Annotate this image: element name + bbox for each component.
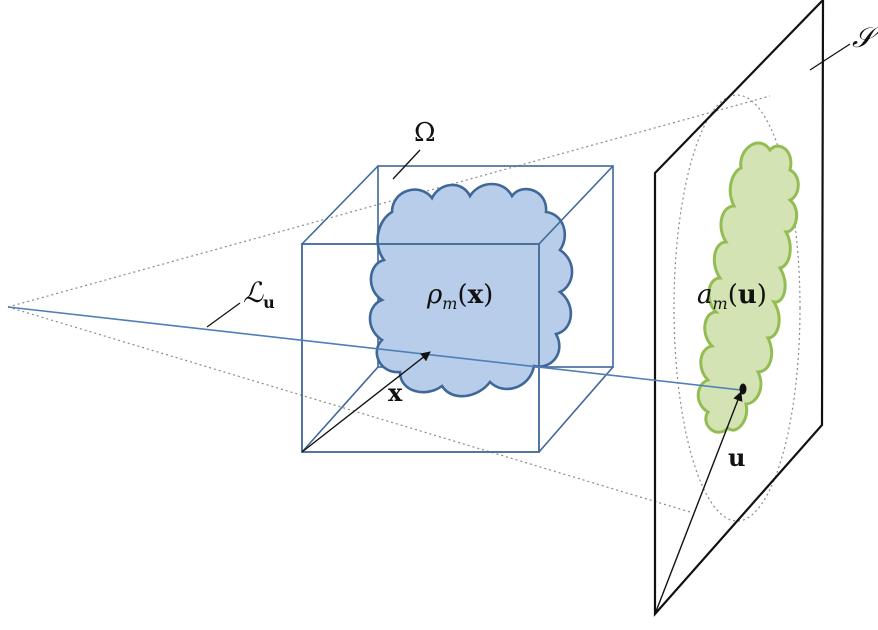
ray-label-subscript: u [263, 293, 275, 312]
volume-cube-front [301, 165, 614, 453]
cube-edge-top-right [538, 165, 614, 245]
density-label: ρm(x) [426, 280, 493, 313]
ray-label: ℒu [243, 276, 275, 312]
projection-label-symbol: a [697, 280, 713, 310]
cube-edge-bottom-right [538, 366, 614, 453]
position-vector-label: x [388, 378, 403, 407]
cube-edge-top-left [301, 165, 379, 245]
projection-label-subscript: m [713, 294, 728, 313]
cube-front-face [301, 243, 540, 453]
cone-base-ellipse [673, 94, 801, 522]
ray-line [7, 306, 742, 391]
cone-top-edge [7, 95, 771, 308]
detector-point [739, 383, 747, 395]
density-label-close: ) [483, 280, 493, 310]
position-vector-arrow [301, 351, 431, 453]
projection-label-close: ) [757, 280, 767, 310]
density-label-symbol: ρ [426, 280, 443, 310]
projection-label: am(u) [697, 280, 767, 313]
detector-vector-arrow [654, 391, 743, 615]
domain-leader [392, 149, 421, 180]
detector-vector-label: u [728, 443, 745, 472]
projection-blob [696, 141, 800, 434]
cube-edge-bottom-left [301, 366, 379, 453]
density-label-subscript: m [442, 294, 457, 313]
projection-label-open: ( [728, 280, 738, 310]
ray-label-symbol: ℒ [243, 276, 264, 309]
ray-leader [206, 302, 241, 328]
screen-plane [653, 0, 825, 617]
density-cloud [368, 182, 574, 398]
projection-cone [7, 94, 801, 522]
domain-label: Ω [414, 118, 436, 148]
surface-label: 𝒮 [852, 21, 878, 54]
surface-leader [809, 43, 851, 71]
density-label-arg: x [468, 280, 484, 310]
cone-bottom-edge [7, 306, 691, 513]
detector-screen [653, 0, 825, 617]
projection-label-arg: u [738, 280, 757, 310]
density-label-open: ( [457, 280, 467, 310]
